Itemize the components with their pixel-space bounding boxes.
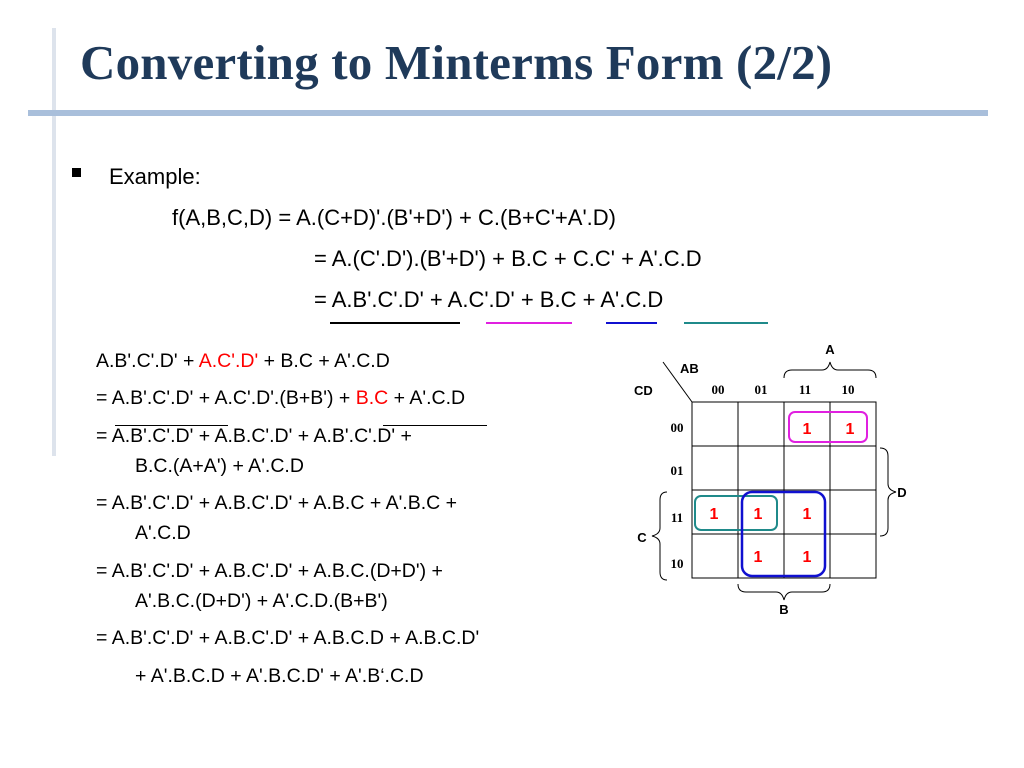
- kmap-ab-label: AB: [680, 361, 699, 376]
- kmap-row-header-11: 11: [671, 510, 683, 525]
- derivation-line-1: A.B'.C'.D' + A.C'.D' + B.C + A'.C.D: [96, 350, 390, 373]
- kmap-brace-A: [783, 361, 877, 379]
- kmap-label-B: B: [779, 602, 788, 617]
- derivation-line-4a: = A.B'.C'.D' + A.B.C'.D' + A.B.C + A'.B.…: [96, 492, 458, 514]
- kmap-row-header-00: 00: [671, 420, 684, 435]
- kmap-cell-r3-c2: 1: [803, 549, 812, 566]
- left-accent-bar: [52, 28, 56, 456]
- kmap-label-D: D: [897, 485, 906, 500]
- underline-term-4: [684, 322, 768, 324]
- kmap-row-header-10: 10: [671, 556, 684, 571]
- derivation-line-2-highlight: B.C: [355, 387, 389, 409]
- kmap-label-A: A: [825, 342, 835, 357]
- kmap-cell-r2-c1: 1: [754, 506, 763, 523]
- derivation-line-1-a: A.B'.C'.D' +: [96, 350, 199, 372]
- kmap-cell-r0-c2: 1: [803, 421, 812, 438]
- derivation-line-4b: A'.C.D: [135, 522, 191, 544]
- kmap-col-header-01: 01: [755, 382, 768, 397]
- kmap-row-header-01: 01: [671, 463, 684, 478]
- title-underline-bar: [28, 110, 988, 116]
- underline-term-1: [330, 322, 460, 324]
- derivation-line-6b: + A'.B.C.D + A'.B.C.D' + A'.B‘.C.D: [135, 665, 424, 687]
- underline-term-3: [606, 322, 657, 324]
- derivation-line-3a: = A.B'.C'.D' + A.B.C'.D' + A.B'.C'.D' +: [96, 425, 412, 447]
- formula-line-3: = A.B'.C'.D' + A.C'.D' + B.C + A'.C.D: [314, 287, 664, 312]
- kmap-group-blue: [740, 490, 827, 578]
- kmap-col-header-11: 11: [799, 382, 811, 397]
- kmap-label-C: C: [637, 530, 647, 545]
- bullet-square-icon: [72, 168, 81, 177]
- kmap-brace-D: [879, 447, 897, 537]
- overline-term-3: [383, 425, 487, 426]
- derivation-line-5b: A'.B.C.(D+D') + A'.C.D.(B+B'): [135, 590, 388, 612]
- derivation-line-6a: = A.B'.C'.D' + A.B.C'.D' + A.B.C.D + A.B…: [96, 627, 480, 649]
- slide-title: Converting to Minterms Form (2/2): [80, 35, 833, 90]
- derivation-line-1-highlight: A.C'.D': [198, 350, 259, 372]
- kmap-group-magenta: [788, 411, 868, 443]
- kmap-col-header-10: 10: [842, 382, 855, 397]
- kmap-cd-label: CD: [634, 383, 653, 398]
- kmap-cell-r2-c0: 1: [710, 506, 719, 523]
- kmap-brace-B: [737, 583, 831, 601]
- derivation-line-2: = A.B'.C'.D' + A.C'.D'.(B+B') + B.C + A'…: [96, 387, 465, 410]
- derivation-line-5a: = A.B'.C'.D' + A.B.C'.D' + A.B.C.(D+D') …: [96, 560, 443, 582]
- derivation-line-3b: B.C.(A+A') + A'.C.D: [135, 455, 304, 477]
- underline-term-2: [486, 322, 572, 324]
- derivation-line-1-c: + B.C + A'.C.D: [258, 350, 390, 372]
- kmap-group-teal: [694, 495, 778, 531]
- overline-term-1: [115, 425, 228, 426]
- example-label: Example:: [109, 164, 201, 189]
- kmap-col-header-00: 00: [712, 382, 725, 397]
- kmap-cell-r2-c2: 1: [803, 506, 812, 523]
- formula-line-1: f(A,B,C,D) = A.(C+D)'.(B'+D') + C.(B+C'+…: [172, 205, 616, 230]
- kmap-cell-r3-c1: 1: [754, 549, 763, 566]
- derivation-line-2-a: = A.B'.C'.D' + A.C'.D'.(B+B') +: [96, 387, 356, 409]
- formula-line-2: = A.(C'.D').(B'+D') + B.C + C.C' + A'.C.…: [314, 246, 702, 271]
- kmap-grid: [691, 401, 877, 579]
- derivation-line-2-c: + A'.C.D: [388, 387, 466, 409]
- kmap-brace-C: [651, 491, 668, 581]
- kmap-cell-r0-c3: 1: [846, 421, 855, 438]
- kmap-diagonal: [662, 361, 693, 403]
